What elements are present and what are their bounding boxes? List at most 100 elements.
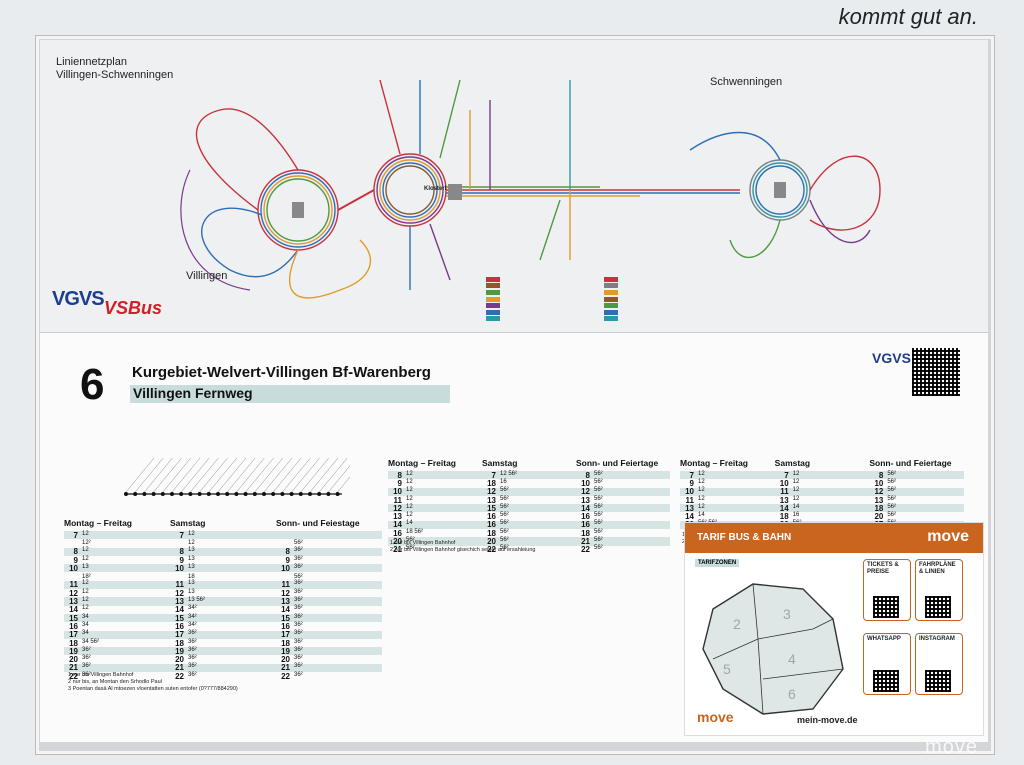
timetable-cell: 56² <box>276 540 382 546</box>
timetable-header-cell: Samstag <box>774 458 811 468</box>
timetable-header-cell: Sonn- und Feiertage <box>576 458 659 468</box>
tickets-box[interactable]: TICKETS & PREISE <box>863 559 911 621</box>
stop-label-placeholder <box>245 457 274 493</box>
stop-dot <box>289 492 294 496</box>
tariff-zones-tag: TARIFZONEN <box>695 559 740 567</box>
minutes: 56² <box>294 573 303 580</box>
minutes: 56² <box>500 545 509 552</box>
hour: 11 <box>393 495 402 505</box>
stop-label-placeholder <box>254 457 283 493</box>
slogan: kommt gut an. <box>838 4 978 29</box>
stop-dot <box>243 492 248 496</box>
hour: 9 <box>285 555 290 565</box>
svg-text:2: 2 <box>733 616 741 632</box>
hour: 9 <box>397 478 402 488</box>
stop-label-placeholder <box>135 457 164 493</box>
minutes: 36² <box>294 555 303 562</box>
minutes: 56² <box>294 540 303 547</box>
minutes: 36² <box>188 630 197 637</box>
hour: 10 <box>175 563 184 573</box>
hour: 10 <box>685 487 694 497</box>
minutes: 36² <box>294 671 303 678</box>
minutes: 14 <box>406 520 413 527</box>
minutes: 12 <box>82 605 89 612</box>
hour: 20 <box>175 655 184 665</box>
whatsapp-box[interactable]: WHATSAPP <box>863 633 911 695</box>
stop-dot <box>317 492 322 496</box>
instagram-box[interactable]: INSTAGRAM <box>915 633 963 695</box>
stop-dot <box>252 492 257 496</box>
loop-east-purple <box>809 199 871 244</box>
minutes: 16 <box>792 512 800 519</box>
hub-schwenningen <box>774 182 786 198</box>
minutes: 13 <box>188 547 195 554</box>
minutes: 56² <box>594 528 603 535</box>
fahrplaene-box[interactable]: FAHRPLÄNE & LINIEN <box>915 559 963 621</box>
move-url[interactable]: mein-move.de <box>797 715 858 725</box>
hour: 13 <box>281 597 290 607</box>
hour: 11 <box>685 495 694 505</box>
footnote: 3 Poentan dasä Al mtoezen vloentatten su… <box>68 686 238 692</box>
stop-dot <box>326 492 331 496</box>
minutes: 56² <box>887 470 897 477</box>
minutes: 36² <box>188 663 197 670</box>
hour <box>170 540 184 546</box>
branch-south-2 <box>429 223 451 281</box>
hour: 13 <box>685 503 694 513</box>
timetable-panel: Liniennetzplan Villingen-Schwenningen <box>40 40 988 742</box>
hour: 13 <box>393 512 402 522</box>
hour: 12 <box>581 487 590 497</box>
loop-east-red <box>809 155 881 231</box>
minutes: 56² <box>594 495 603 502</box>
fahrplaene-box-title: FAHRPLÄNE & LINIEN <box>919 562 956 575</box>
hour: 17 <box>175 630 184 640</box>
hour: 16 <box>393 528 402 538</box>
hour: 18 <box>175 638 184 648</box>
minutes: 56² <box>594 478 603 485</box>
hour: 21 <box>175 663 184 673</box>
minutes: 36² <box>188 646 197 653</box>
loop-west-red <box>195 108 299 211</box>
fahrplaene-qr <box>925 596 951 618</box>
footnote: 2 nur bis Villingen Bahnhof gisechich se… <box>390 547 536 553</box>
hour: 21 <box>281 663 290 673</box>
stop-dot <box>124 492 128 496</box>
stop-label-placeholder <box>153 457 182 493</box>
map-title-line2: Villingen-Schwenningen <box>56 69 174 81</box>
timetable-header-cell: Samstag <box>170 518 206 528</box>
minutes: 56² <box>887 512 897 519</box>
hour: 10 <box>281 563 290 573</box>
minutes: 13 56² <box>188 597 206 604</box>
